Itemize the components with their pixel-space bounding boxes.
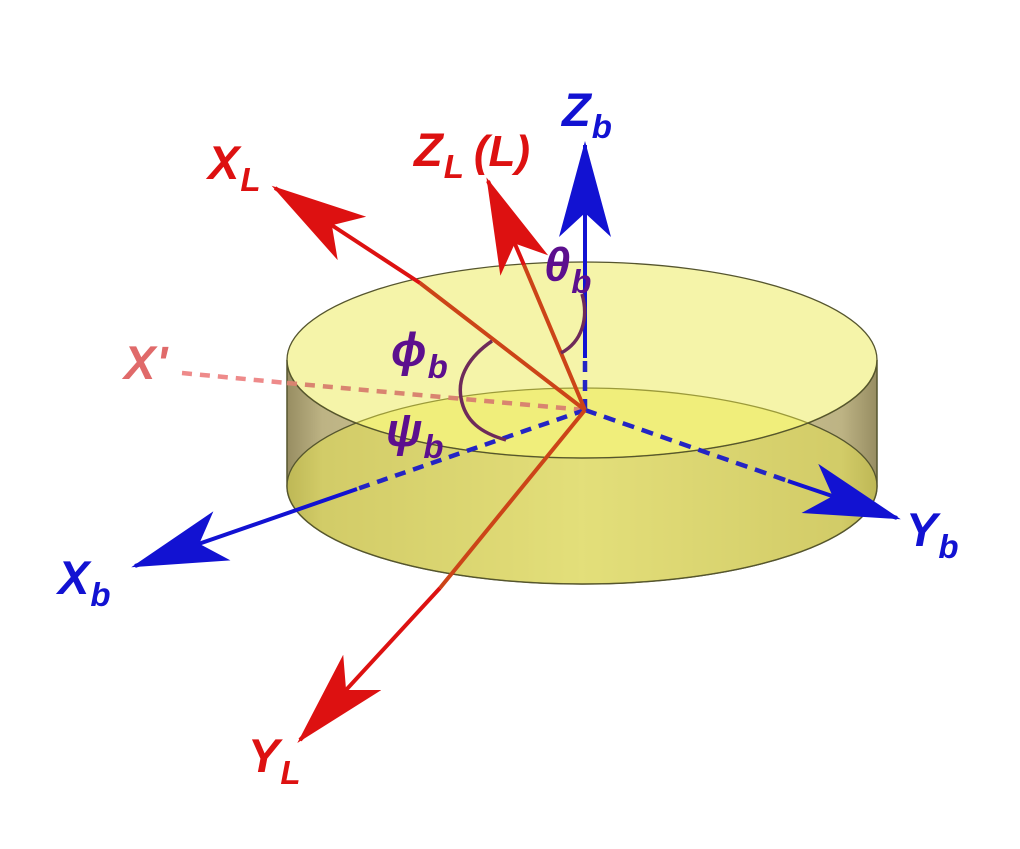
theta-angle-arc bbox=[560, 293, 587, 355]
label-zl-sub: L bbox=[443, 148, 464, 185]
label-xl-main: X bbox=[208, 136, 240, 189]
yl-axis-line bbox=[297, 586, 442, 743]
label-psi-b-angle: ψb bbox=[386, 403, 444, 463]
phi-psi-angle-arc bbox=[458, 339, 507, 442]
x-prime-line-inner bbox=[286, 380, 586, 413]
yb-axis-line bbox=[787, 463, 901, 520]
label-psi-sub: b bbox=[423, 428, 444, 465]
label-xl-sub: L bbox=[240, 161, 261, 198]
label-zl-suffix: (L) bbox=[473, 127, 531, 176]
label-psi-main: ψ bbox=[386, 403, 423, 456]
label-theta-main: θ bbox=[544, 238, 571, 291]
label-zb-axis: Zb bbox=[562, 83, 612, 143]
disk-top-face bbox=[286, 261, 878, 459]
label-yb-axis: Yb bbox=[906, 503, 959, 563]
label-phi-main: ϕ bbox=[391, 323, 427, 376]
xb-axis-hidden-segment bbox=[356, 407, 586, 492]
zl-axis-line bbox=[486, 177, 549, 276]
x-prime-line-outer bbox=[181, 370, 288, 386]
label-theta-sub: b bbox=[571, 263, 592, 300]
label-yb-main: Y bbox=[906, 503, 938, 556]
label-yl-axis: YL bbox=[248, 729, 301, 789]
xb-axis-line bbox=[131, 487, 358, 568]
label-zb-sub: b bbox=[591, 108, 612, 145]
label-xb-axis: Xb bbox=[58, 551, 111, 611]
xl-axis-line bbox=[271, 185, 422, 285]
yl-axis-occluded-segment bbox=[438, 408, 587, 590]
yb-axis-hidden-segment bbox=[584, 407, 789, 484]
label-yb-sub: b bbox=[938, 528, 959, 565]
label-x-prime-mark: ' bbox=[156, 337, 168, 389]
label-yl-sub: L bbox=[280, 754, 301, 791]
zl-axis-occluded-segment bbox=[522, 264, 587, 411]
label-zl-axis: ZL(L) bbox=[414, 123, 531, 183]
label-zl-main: Z bbox=[414, 123, 443, 176]
label-phi-b-angle: ϕb bbox=[391, 323, 448, 383]
label-zb-main: Z bbox=[562, 83, 591, 136]
label-theta-b-angle: θb bbox=[544, 238, 591, 298]
xl-axis-occluded-segment bbox=[418, 281, 587, 412]
label-phi-sub: b bbox=[427, 348, 448, 385]
label-x-prime-main: X bbox=[124, 336, 156, 389]
label-xb-sub: b bbox=[90, 576, 111, 613]
label-xl-axis: XL bbox=[208, 136, 261, 196]
label-x-prime-axis: X' bbox=[124, 339, 167, 386]
label-yl-main: Y bbox=[248, 729, 280, 782]
label-xb-main: X bbox=[58, 551, 90, 604]
